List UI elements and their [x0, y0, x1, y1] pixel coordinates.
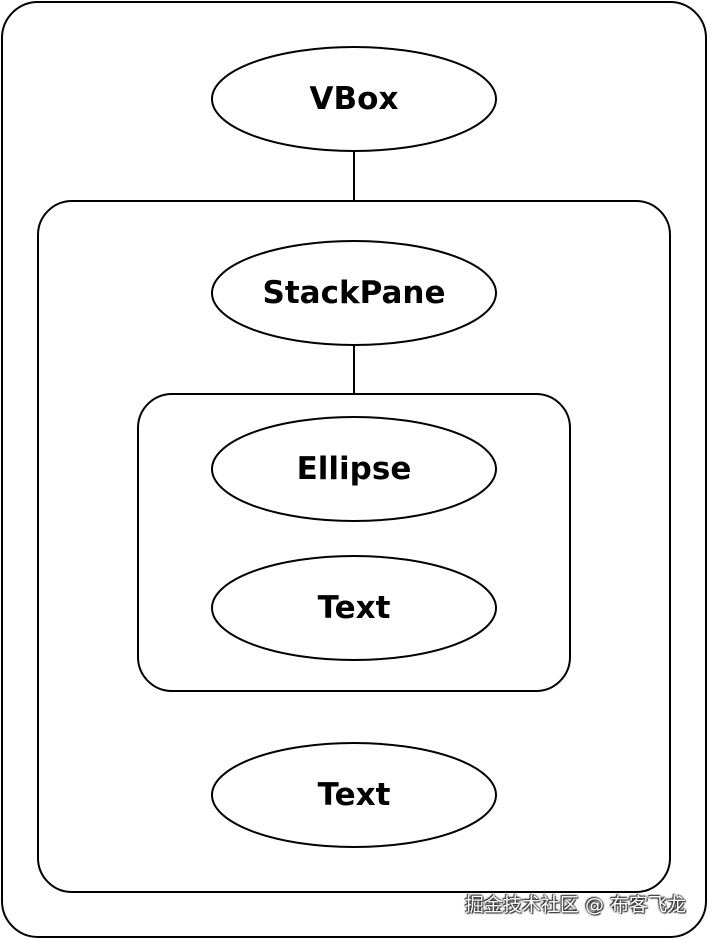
node-ellipse-label: Ellipse	[297, 451, 412, 487]
node-stackpane-text-label: Text	[318, 590, 391, 626]
watermark-text: 掘金技术社区 @ 布客飞龙	[464, 894, 686, 916]
node-stackpane: StackPane	[211, 240, 497, 346]
node-vbox-label: VBox	[310, 81, 399, 117]
node-stackpane-text: Text	[211, 555, 497, 661]
node-stackpane-label: StackPane	[263, 275, 446, 311]
node-vbox-text: Text	[211, 742, 497, 848]
node-vbox-text-label: Text	[318, 777, 391, 813]
node-ellipse: Ellipse	[211, 416, 497, 522]
node-vbox: VBox	[211, 46, 497, 152]
